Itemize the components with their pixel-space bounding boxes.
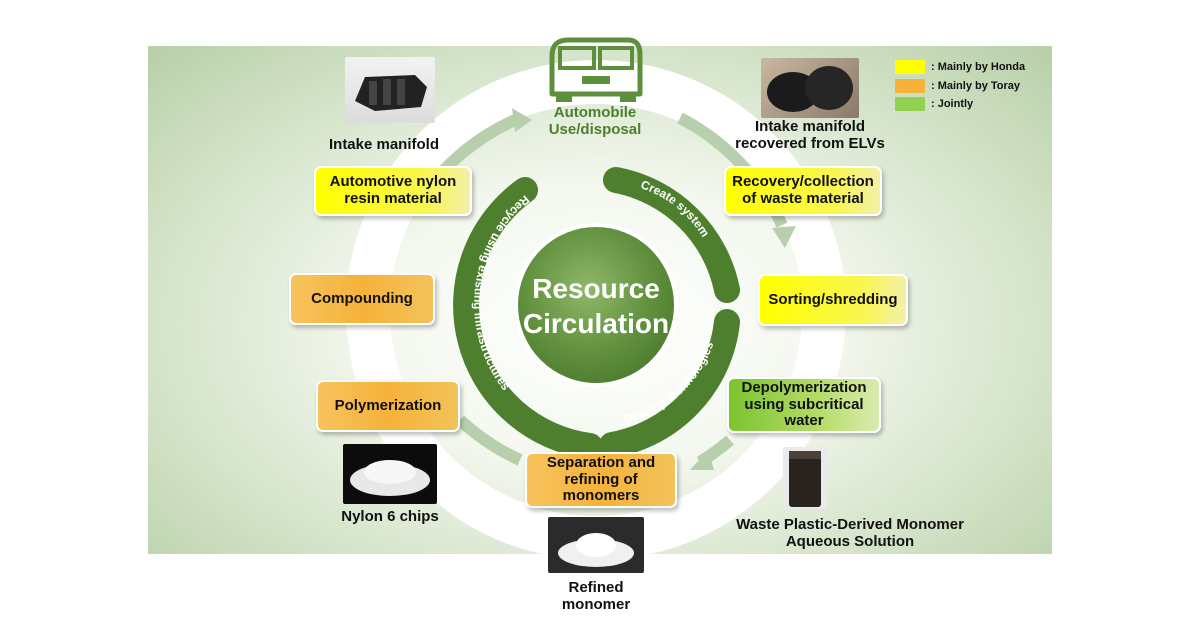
box-compounding: Compounding bbox=[289, 273, 435, 325]
top-label: Automobile Use/disposal bbox=[520, 104, 670, 139]
nylon-chips-photo bbox=[343, 444, 437, 504]
top-label-line1: Automobile bbox=[553, 104, 637, 121]
aqueous-solution-photo bbox=[783, 447, 827, 509]
caption-nylon-chips: Nylon 6 chips bbox=[341, 508, 439, 525]
top-label-line2: Use/disposal bbox=[548, 121, 642, 139]
box-recovery-collection: Recovery/collection of waste material bbox=[724, 166, 882, 216]
caption-waste-solution: Waste Plastic-Derived Monomer Aqueous So… bbox=[718, 516, 982, 551]
box-separation-refining: Separation and refining of monomers bbox=[525, 452, 677, 508]
caption-elv-line2: recovered from ELVs bbox=[735, 135, 885, 153]
arc-label-create: Create system bbox=[639, 178, 712, 240]
box-polymerization: Polymerization bbox=[316, 380, 460, 432]
caption-refined-monomer: Refined monomer bbox=[540, 579, 652, 614]
box-automotive-nylon: Automotive nylon resin material bbox=[314, 166, 472, 216]
legend-label-toray: : Mainly by Toray bbox=[931, 80, 1021, 92]
caption-waste-line1: Waste Plastic-Derived Monomer bbox=[736, 516, 964, 533]
arc-recycle bbox=[453, 177, 603, 459]
caption-elv-line1: Intake manifold bbox=[754, 118, 866, 135]
caption-intake-manifold: Intake manifold bbox=[328, 136, 440, 153]
center-circle bbox=[514, 223, 678, 387]
box-depolymerization: Depolymerization using subcritical water bbox=[727, 377, 881, 433]
box-sorting-shredding: Sorting/shredding bbox=[758, 274, 908, 326]
legend-item-toray: : Mainly by Toray bbox=[895, 79, 1020, 93]
legend-item-honda: : Mainly by Honda bbox=[895, 60, 1025, 74]
caption-elv: Intake manifold recovered from ELVs bbox=[720, 118, 900, 153]
legend-label-jointly: : Jointly bbox=[931, 98, 974, 110]
elv-bags-photo bbox=[761, 58, 859, 118]
caption-refined-line1: Refined bbox=[568, 579, 624, 596]
legend-swatch-toray bbox=[895, 79, 925, 93]
caption-waste-line2: Aqueous Solution bbox=[785, 533, 915, 551]
flow-arrow-head bbox=[772, 226, 796, 248]
legend-swatch-jointly bbox=[895, 97, 925, 111]
caption-refined-line2: monomer bbox=[561, 596, 631, 614]
car-icon bbox=[549, 37, 643, 102]
flow-arrow-head bbox=[690, 450, 714, 470]
flow-arrow-bottom-left bbox=[455, 415, 523, 466]
refined-monomer-photo bbox=[548, 517, 644, 573]
svg-text:Create system: Create system bbox=[639, 178, 712, 240]
legend-label-honda: : Mainly by Honda bbox=[931, 61, 1026, 73]
arc-develop bbox=[599, 309, 740, 458]
flow-arrow-head bbox=[512, 108, 532, 132]
arc-create bbox=[603, 167, 740, 303]
center-title-line1: Resource bbox=[532, 273, 660, 304]
legend-item-jointly: : Jointly bbox=[895, 97, 973, 111]
intake-manifold-photo bbox=[345, 57, 435, 123]
legend-swatch-honda bbox=[895, 60, 925, 74]
center-title-line2: Circulation bbox=[523, 308, 669, 339]
